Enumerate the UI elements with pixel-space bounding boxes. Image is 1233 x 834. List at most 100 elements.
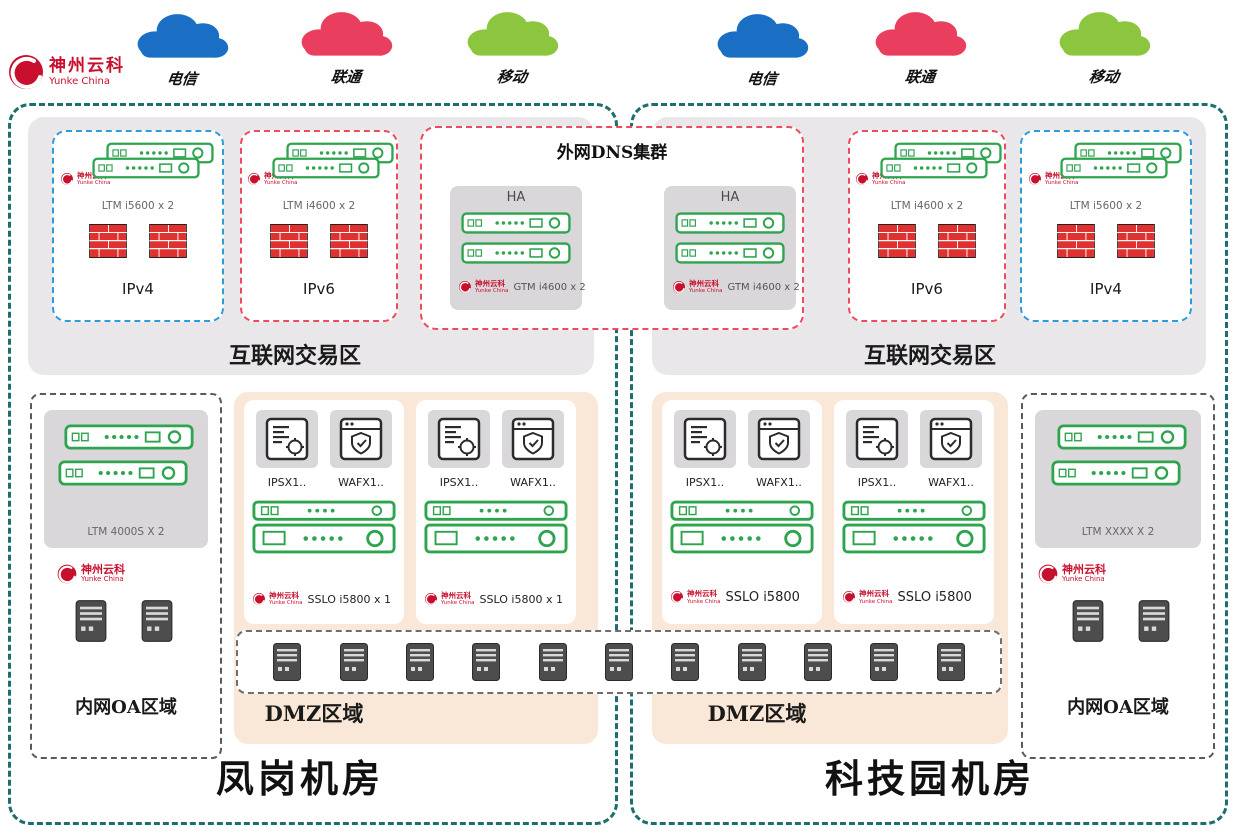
- firewall-icon: [89, 224, 127, 258]
- sslo-label-row: 神州云科 Yunke China SSLO i5800 x 1: [424, 591, 563, 607]
- server-icon: [339, 642, 369, 682]
- logo-swirl-icon: [247, 172, 261, 186]
- server-icon: [538, 642, 568, 682]
- load-balancer-icon: [272, 157, 380, 179]
- device-model-label: LTM i4600 x 2: [890, 200, 964, 212]
- brand-sub: Yunke China: [441, 600, 475, 607]
- sslo-device-icon: [670, 500, 814, 554]
- dmz-zone-label: DMZ区域: [707, 701, 807, 726]
- sslo-device-icon: [424, 500, 568, 554]
- brand-name: 神州云科: [49, 56, 125, 77]
- brand-sub: Yunke China: [49, 75, 110, 87]
- ips-label: IPSX1..: [439, 476, 479, 489]
- sslo-label: SSLO i5800: [897, 590, 972, 605]
- dmz-service-group: IPSX1.. WAFX1.. 神州云科 Yunke China SSLO i5…: [244, 400, 404, 624]
- sslo-label-row: 神州云科 Yunke China SSLO i5800: [670, 590, 800, 605]
- server-icon: [405, 642, 435, 682]
- firewall-row: [242, 224, 396, 258]
- brand-name: 神州云科: [689, 279, 719, 288]
- brand-sub: Yunke China: [689, 288, 723, 295]
- logo-swirl-icon: [6, 52, 46, 92]
- sslo-label: SSLO i5800: [725, 590, 800, 605]
- ltm-device-stack: [880, 142, 1004, 182]
- internet-zone-label-right: 互联网交易区: [863, 343, 996, 369]
- waf-icon: [929, 417, 973, 461]
- isp-label: 联通: [903, 68, 937, 86]
- ips-label: IPSX1..: [685, 476, 725, 489]
- isp-label: 移动: [495, 68, 529, 86]
- dmz-server-strip: [236, 630, 1002, 694]
- logo-swirl-icon: [458, 280, 472, 294]
- brand-sub: Yunke China: [81, 575, 124, 584]
- logo-swirl-icon: [252, 592, 266, 606]
- device-model-label: LTM XXXX X 2: [1081, 526, 1155, 538]
- gtm-device-icon: [461, 212, 571, 234]
- device-model-label: LTM i5600 x 2: [101, 200, 175, 212]
- server-icon: [604, 642, 634, 682]
- brand-sub: Yunke China: [872, 180, 906, 187]
- brand-sub: Yunke China: [859, 598, 893, 605]
- dmz-service-group: IPSX1.. WAFX1.. 神州云科 Yunke China SSLO i5…: [416, 400, 576, 624]
- ltm-device-stack: [272, 142, 396, 182]
- isp-cloud-telecom-left: 电信: [122, 6, 242, 89]
- ltm-panel: LTM 4000S X 2: [44, 410, 208, 548]
- brand-sub: Yunke China: [77, 180, 111, 187]
- firewall-icon: [1057, 224, 1095, 258]
- isp-cloud-telecom-right: 电信: [702, 6, 822, 89]
- ip-version-label: IPv4: [1090, 280, 1122, 298]
- ips-appliance: [674, 410, 736, 468]
- cloud-icon: [126, 6, 238, 64]
- firewall-row: [54, 224, 222, 258]
- dmz-service-group: IPSX1.. WAFX1.. 神州云科 Yunke China SSLO i5…: [662, 400, 822, 624]
- brand-name: 神州云科: [1045, 171, 1075, 180]
- firewall-icon: [1117, 224, 1155, 258]
- logo-swirl-icon: [1037, 563, 1059, 585]
- gtm-model-label: GTM i4600 x 2: [727, 281, 800, 293]
- brand-name: 神州云科: [441, 591, 471, 600]
- brand-sub: Yunke China: [475, 288, 509, 295]
- isp-label: 电信: [165, 70, 199, 88]
- waf-appliance: [502, 410, 564, 468]
- ltm-device-stack: [92, 142, 216, 182]
- cloud-icon: [864, 4, 976, 62]
- ltm-panel: LTM XXXX X 2: [1035, 410, 1201, 548]
- server-icon: [74, 599, 108, 643]
- sslo-device-icon: [252, 500, 396, 554]
- ipv6-box-left: 神州云科 Yunke China LTM i4600 x 2 IPv6: [240, 130, 398, 322]
- ips-icon: [265, 417, 309, 461]
- gtm-label-row: 神州云科 Yunke China GTM i4600 x 2: [672, 279, 800, 295]
- logo-swirl-icon: [670, 590, 684, 604]
- load-balancer-icon: [1060, 157, 1168, 179]
- waf-appliance: [330, 410, 392, 468]
- waf-icon: [511, 417, 555, 461]
- waf-label: WAFX1..: [338, 476, 384, 489]
- brand-sub: Yunke China: [269, 600, 303, 607]
- ips-icon: [437, 417, 481, 461]
- device-logo: 神州云科 Yunke China: [56, 563, 125, 585]
- server-icon: [936, 642, 966, 682]
- brand-name: 神州云科: [81, 563, 125, 577]
- dmz-service-group: IPSX1.. WAFX1.. 神州云科 Yunke China SSLO i5…: [834, 400, 994, 624]
- waf-label: WAFX1..: [510, 476, 556, 489]
- brand-sub: Yunke China: [264, 180, 298, 187]
- cloud-icon: [706, 6, 818, 64]
- isp-cloud-mobile-left: 移动: [452, 4, 572, 87]
- firewall-icon: [149, 224, 187, 258]
- logo-swirl-icon: [672, 280, 686, 294]
- device-model-label: LTM 4000S X 2: [87, 526, 165, 538]
- brand-name: 神州云科: [475, 279, 505, 288]
- firewall-icon: [270, 224, 308, 258]
- datacenter-border-left: [8, 103, 618, 825]
- ipv4-box-left: 神州云科 Yunke China LTM i5600 x 2 IPv4: [52, 130, 224, 322]
- ha-label: HA: [506, 190, 526, 205]
- sslo-label-row: 神州云科 Yunke China SSLO i5800 x 1: [252, 591, 391, 607]
- ips-icon: [855, 417, 899, 461]
- gtm-device-icon: [675, 242, 785, 264]
- sslo-device-icon: [842, 500, 986, 554]
- isp-cloud-unicom-left: 联通: [286, 4, 406, 87]
- firewall-icon: [330, 224, 368, 258]
- load-balancer-icon: [64, 424, 194, 450]
- oa-zone-left: LTM 4000S X 2 神州云科 Yunke China 内网OA区域: [30, 393, 222, 759]
- brand-name: 神州云科: [859, 589, 889, 599]
- isp-label: 移动: [1087, 68, 1121, 86]
